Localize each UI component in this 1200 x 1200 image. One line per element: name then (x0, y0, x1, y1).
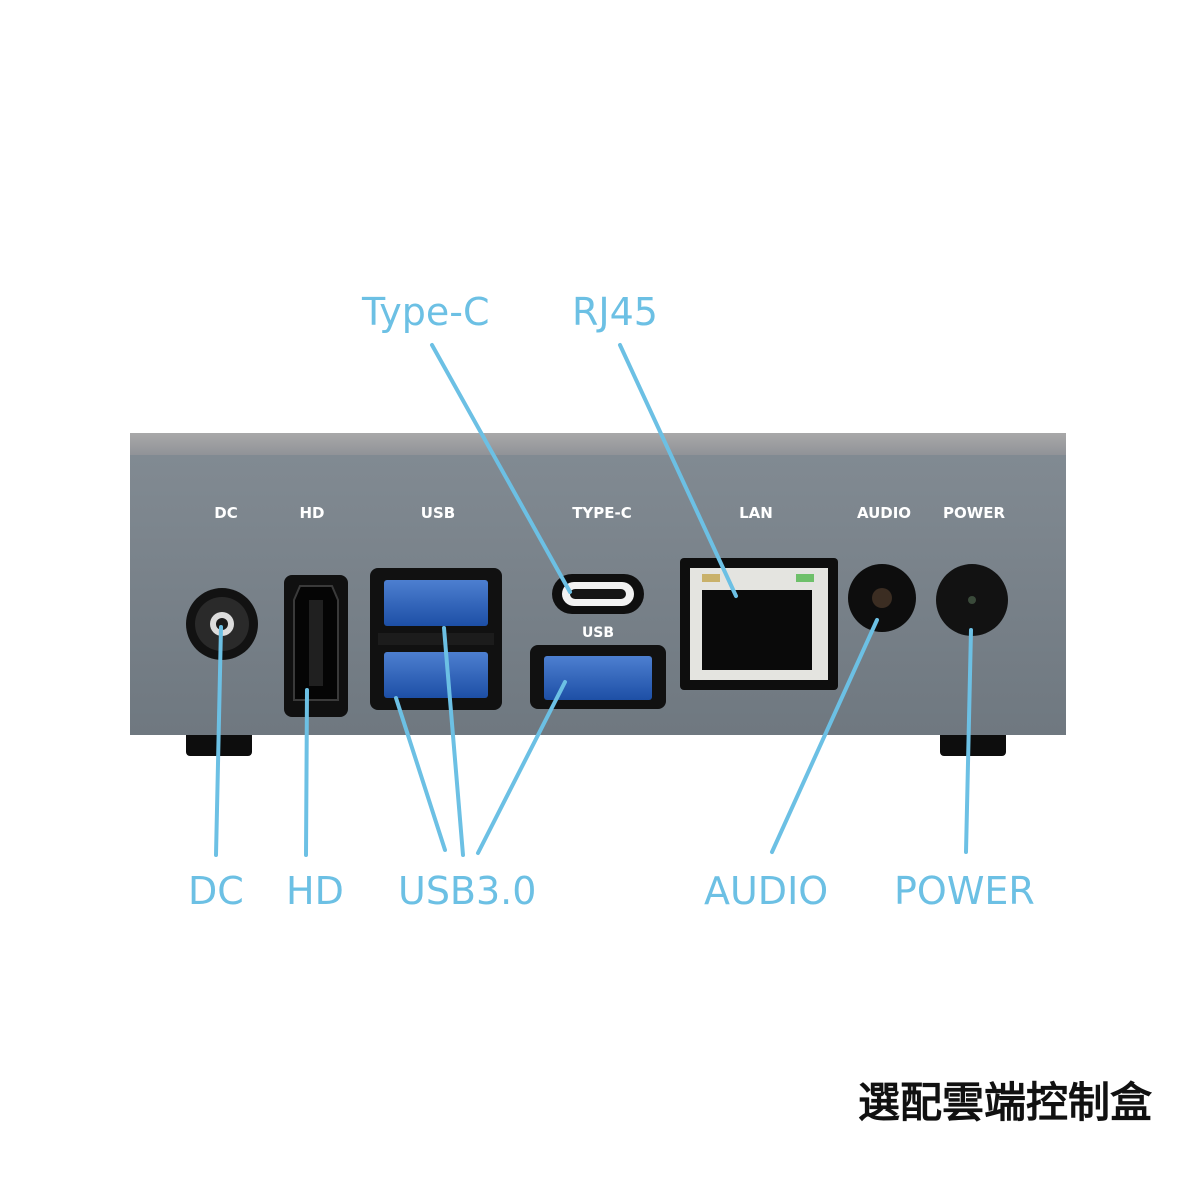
usb-single-port (530, 645, 666, 709)
device-top-edge (130, 433, 1066, 457)
leader-type-c (430, 343, 572, 594)
callout-dc: DC (188, 869, 244, 913)
power-button (936, 564, 1008, 636)
panel-label-dc: DC (214, 504, 237, 522)
usb-stack (370, 568, 502, 710)
callout-audio: AUDIO (704, 869, 829, 913)
leader-usb-1 (442, 626, 465, 857)
type-c-port (552, 574, 644, 614)
leader-audio (770, 618, 879, 854)
panel-label-usb-small: USB (582, 625, 614, 641)
panel-label-audio: AUDIO (857, 504, 911, 522)
audio-jack (848, 564, 916, 632)
callout-rj45: RJ45 (572, 290, 658, 334)
product-caption: 選配雲端控制盒 (857, 1078, 1152, 1127)
panel-label-usb: USB (421, 504, 455, 522)
panel-label-type-c: TYPE-C (572, 504, 632, 522)
right-foot (940, 730, 1006, 756)
leader-rj45 (618, 343, 738, 598)
leader-usb-2 (394, 696, 447, 852)
leader-usb-3 (476, 680, 567, 855)
panel-label-power: POWER (943, 504, 1006, 522)
leader-dc (214, 625, 223, 857)
panel-label-lan: LAN (739, 504, 773, 522)
callout-hd: HD (286, 869, 344, 913)
leader-power (964, 628, 973, 854)
callout-usb3: USB3.0 (398, 869, 537, 913)
lan-port (680, 558, 838, 690)
callout-type-c: Type-C (362, 290, 490, 334)
hdmi-port (284, 575, 348, 717)
leader-hd (304, 688, 309, 857)
panel-label-hd: HD (299, 504, 324, 522)
callout-power: POWER (894, 869, 1035, 913)
